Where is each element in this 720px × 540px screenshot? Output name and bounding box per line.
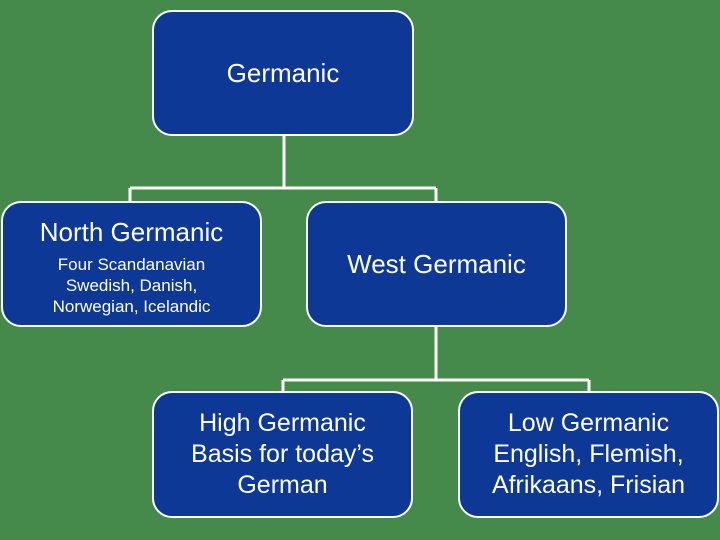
node-low-germanic-line: English, Flemish, (493, 440, 684, 468)
node-north-germanic-line: Four Scandanavian (57, 254, 206, 274)
node-west-germanic: West Germanic (306, 201, 567, 327)
node-high-germanic-line: German (237, 471, 328, 499)
node-high-germanic-line: High Germanic (199, 409, 366, 437)
node-low-germanic: Low Germanic English, Flemish, Afrikaans… (458, 391, 719, 518)
node-north-germanic-line: Swedish, Danish, (65, 275, 198, 295)
node-north-germanic-line: Norwegian, Icelandic (52, 296, 211, 316)
node-low-germanic-line: Low Germanic (507, 409, 670, 437)
node-west-germanic-title: West Germanic (347, 249, 526, 279)
node-north-germanic-details: Four Scandanavian Swedish, Danish, Norwe… (53, 254, 211, 317)
node-north-germanic: North Germanic Four Scandanavian Swedish… (1, 201, 262, 327)
node-germanic-title: Germanic (226, 58, 340, 88)
node-high-germanic: High Germanic Basis for today’s German (152, 391, 413, 518)
node-germanic: Germanic (152, 10, 414, 136)
node-high-germanic-line: Basis for today’s (191, 440, 374, 468)
node-north-germanic-title: North Germanic (39, 216, 224, 247)
node-low-germanic-line: Afrikaans, Frisian (491, 471, 686, 499)
